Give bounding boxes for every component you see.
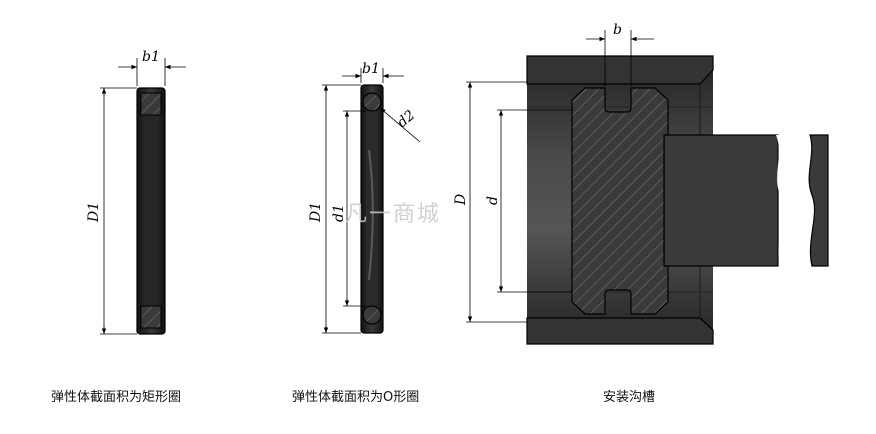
label-D1: D1 (86, 202, 102, 223)
housing-top (526, 55, 714, 85)
section-top (140, 92, 162, 116)
ring-inner-face (145, 96, 157, 326)
section-bottom (140, 305, 162, 329)
o-ring-section-bottom (362, 305, 382, 325)
caption-installation-groove: 安装沟槽 (603, 390, 656, 405)
label-b: b (613, 22, 622, 38)
label-b1: b1 (142, 49, 160, 65)
watermark-text: 凡一商城 (345, 202, 442, 227)
shaft-break (776, 135, 815, 266)
figure-installation-groove: b D d (453, 22, 829, 345)
figure-rectangular-ring: b1 D1 (86, 49, 186, 335)
piston-section (571, 87, 669, 315)
label-d1: d1 (331, 204, 347, 222)
housing-bottom (526, 317, 714, 345)
watermark-logo: 凡一商城 (345, 196, 441, 228)
d2-leader (379, 107, 421, 143)
figure-o-ring: b1 d2 D1 d1 (308, 61, 421, 334)
label-b1: b1 (362, 61, 380, 77)
caption-rectangular-ring: 弹性体截面积为矩形圈 (51, 390, 182, 405)
shaft-end (808, 134, 829, 267)
label-D: D (453, 194, 469, 206)
caption-o-ring: 弹性体截面积为O形圈 (292, 390, 420, 405)
o-ring-section-top (362, 92, 382, 112)
label-d: d (485, 196, 501, 205)
label-D1: D1 (308, 202, 324, 223)
label-d2: d2 (394, 107, 418, 131)
shaft-body (663, 134, 779, 267)
